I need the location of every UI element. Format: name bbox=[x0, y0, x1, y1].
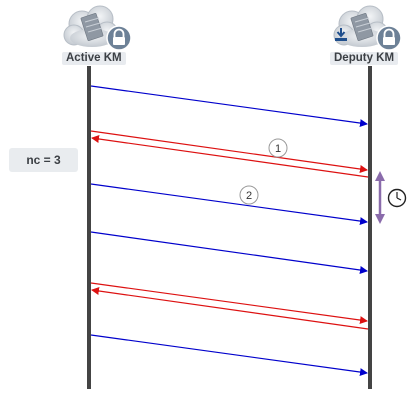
lock-icon bbox=[106, 25, 132, 51]
lock-icon bbox=[376, 25, 402, 51]
response-arrow-2 bbox=[91, 287, 369, 330]
active-km-icon bbox=[63, 5, 132, 51]
request-arrow-3 bbox=[90, 231, 368, 274]
step-marker-2-label: 2 bbox=[246, 190, 252, 202]
response-arrow-1 bbox=[91, 135, 369, 178]
request-arrow-red-2 bbox=[90, 282, 368, 325]
request-arrow-red-1 bbox=[90, 130, 368, 173]
request-arrow-4 bbox=[90, 334, 368, 377]
nc-annotation: nc = 3 bbox=[9, 148, 78, 172]
server-rack-icon bbox=[80, 13, 104, 41]
step-marker-1-label: 1 bbox=[275, 143, 281, 155]
download-icon bbox=[335, 28, 347, 41]
step-marker-1: 1 bbox=[268, 138, 288, 158]
active-km-label: Active KM bbox=[62, 52, 126, 65]
deputy-km-icon bbox=[333, 5, 402, 51]
clock-icon bbox=[387, 188, 407, 208]
server-rack-icon bbox=[350, 13, 374, 41]
request-arrow-1 bbox=[90, 85, 368, 128]
deputy-km-label: Deputy KM bbox=[330, 52, 399, 65]
request-arrow-2 bbox=[90, 183, 368, 226]
step-marker-2: 2 bbox=[239, 185, 259, 205]
